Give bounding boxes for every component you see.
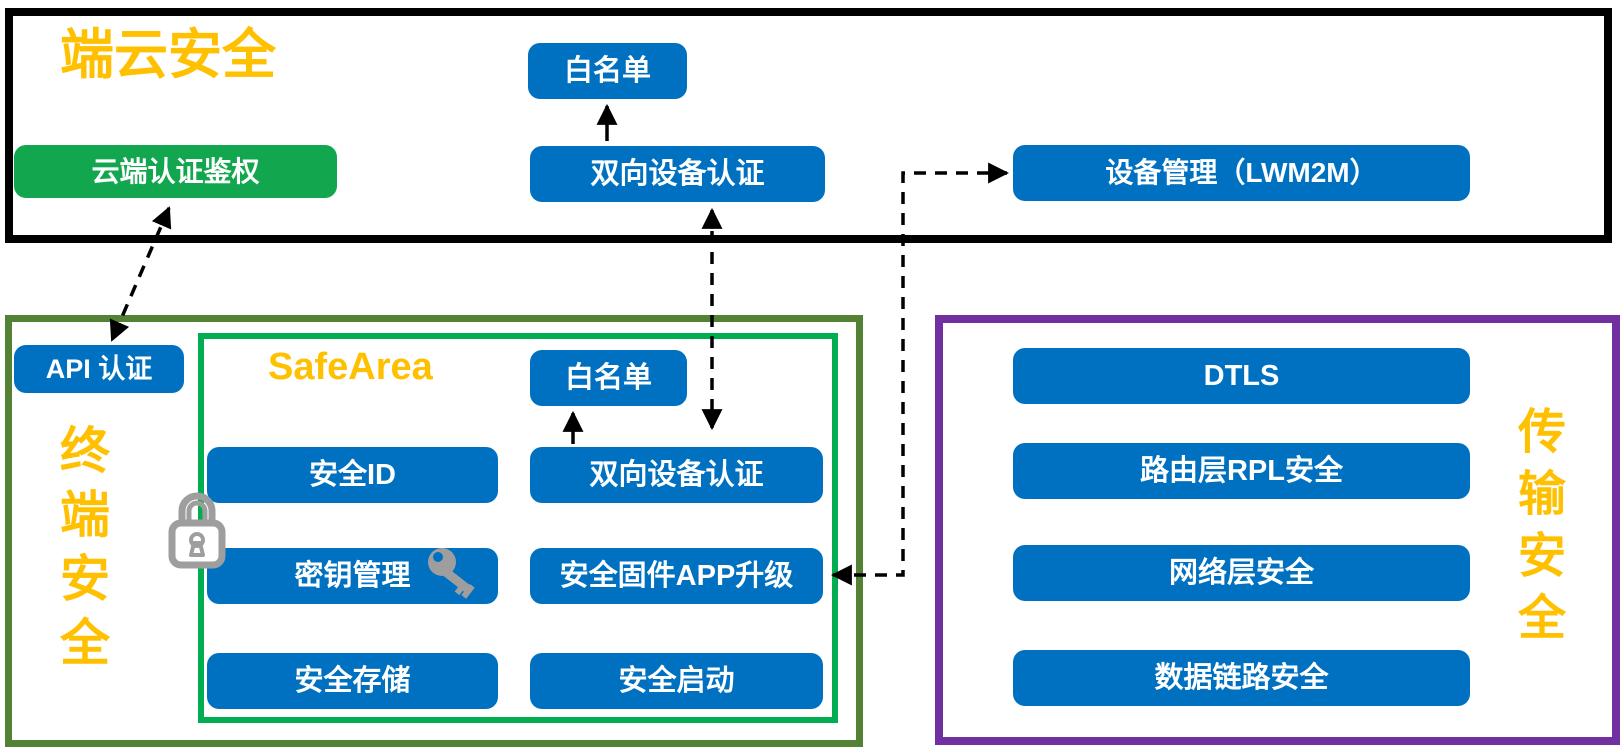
cloud-section-title: 端云安全 bbox=[60, 25, 276, 85]
node-rpl-security: 路由层RPL安全 bbox=[1013, 443, 1470, 499]
node-datalink-security: 数据链路安全 bbox=[1013, 650, 1470, 706]
safearea-title: SafeArea bbox=[268, 346, 433, 388]
transport-section-title: 传输安全 bbox=[1510, 406, 1563, 654]
node-mutual-device-auth-cloud: 双向设备认证 bbox=[530, 146, 825, 202]
node-network-layer-security: 网络层安全 bbox=[1013, 545, 1470, 601]
key-icon bbox=[428, 548, 475, 599]
node-secure-storage: 安全存储 bbox=[207, 653, 498, 709]
node-cloud-auth: 云端认证鉴权 bbox=[14, 145, 337, 198]
node-whitelist-safearea: 白名单 bbox=[530, 350, 687, 406]
lock-icon bbox=[168, 492, 226, 569]
node-device-mgmt-lwm2m: 设备管理（LWM2M） bbox=[1013, 145, 1470, 201]
node-whitelist-cloud: 白名单 bbox=[528, 43, 687, 99]
node-secure-boot: 安全启动 bbox=[530, 653, 823, 709]
node-api-auth: API 认证 bbox=[14, 345, 184, 393]
node-mutual-device-auth-safearea: 双向设备认证 bbox=[530, 447, 823, 503]
cloud-security-section-frame bbox=[5, 8, 1612, 243]
terminal-section-title: 终端安全 bbox=[53, 424, 109, 680]
node-secure-firmware-upgrade: 安全固件APP升级 bbox=[530, 548, 823, 604]
node-dtls: DTLS bbox=[1013, 348, 1470, 404]
node-key-management-label: 密钥管理 bbox=[294, 559, 411, 592]
node-secure-id: 安全ID bbox=[207, 447, 498, 503]
